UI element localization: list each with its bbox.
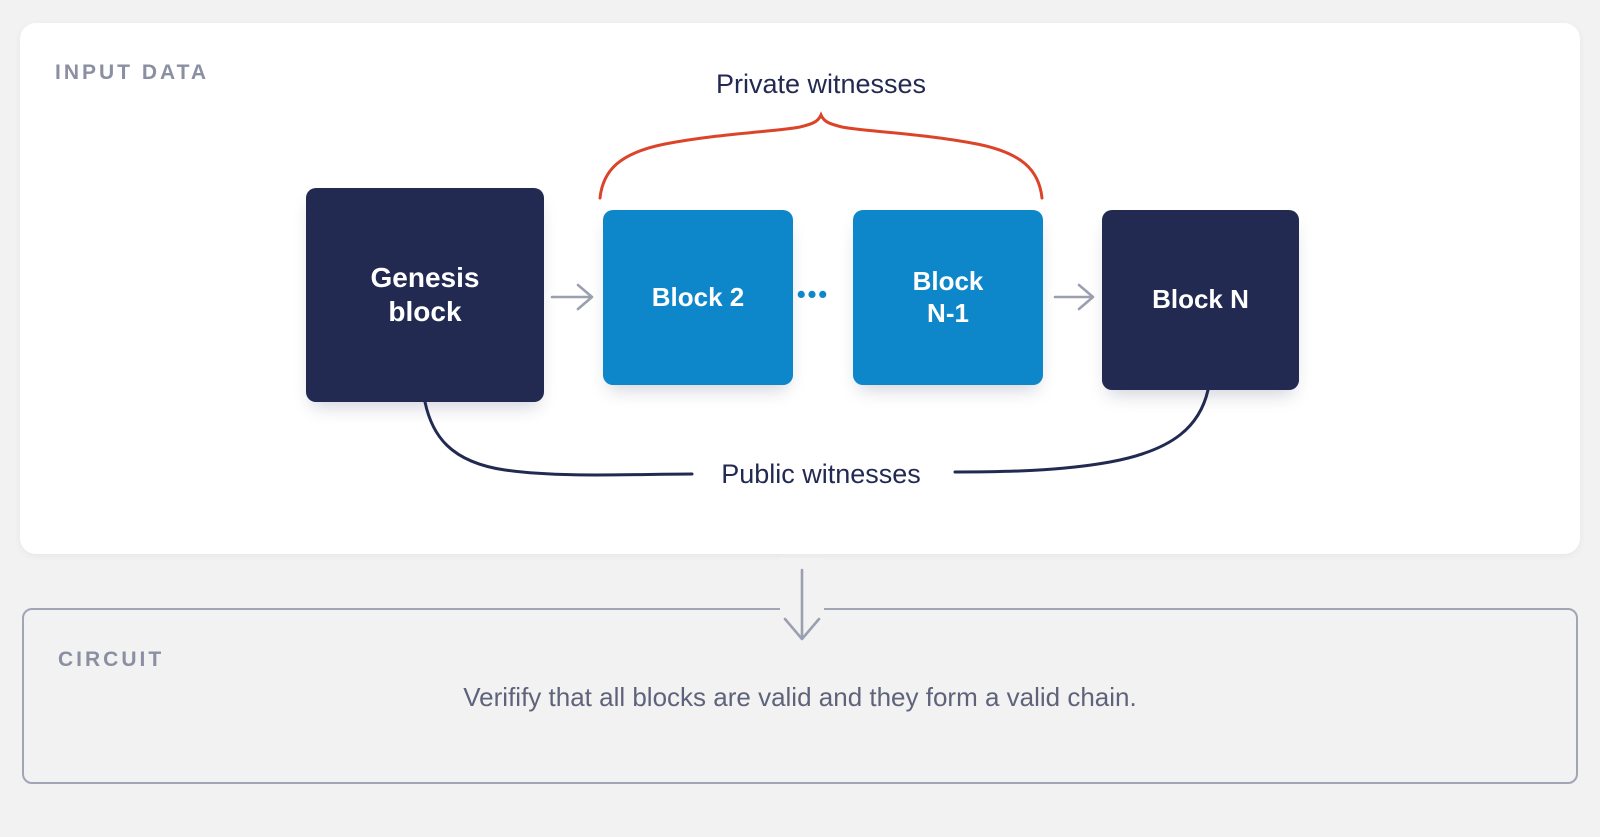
private-witnesses-brace-icon (598, 111, 1044, 200)
block-n-node: Block N (1102, 210, 1299, 390)
block-label: Block N-1 (912, 265, 984, 328)
right-arrow-icon (1053, 283, 1095, 311)
block-label: Block 2 (651, 281, 745, 312)
block-n-1-node: Block N-1 (853, 210, 1043, 385)
block-label: Genesis block (370, 261, 480, 327)
public-witnesses-curve-right (953, 388, 1210, 474)
input-data-section-label: INPUT DATA (55, 61, 210, 84)
block-2-node: Block 2 (603, 210, 793, 385)
genesis-block-node: Genesis block (306, 188, 544, 402)
right-arrow-icon (550, 283, 594, 311)
down-arrow-icon (780, 558, 824, 653)
block-label: Block N (1152, 284, 1249, 315)
public-witnesses-label: Public witnesses (721, 459, 921, 489)
private-witnesses-label: Private witnesses (715, 69, 927, 99)
circuit-description: Verifify that all blocks are valid and t… (463, 682, 1137, 712)
input-data-card: INPUT DATA Private witnesses Genesis blo… (20, 23, 1580, 554)
ellipsis-dots-icon: ••• (796, 280, 830, 309)
public-witnesses-curve-left (423, 400, 694, 477)
diagram-connectors (423, 111, 1210, 477)
circuit-section-label: CIRCUIT (58, 648, 165, 671)
